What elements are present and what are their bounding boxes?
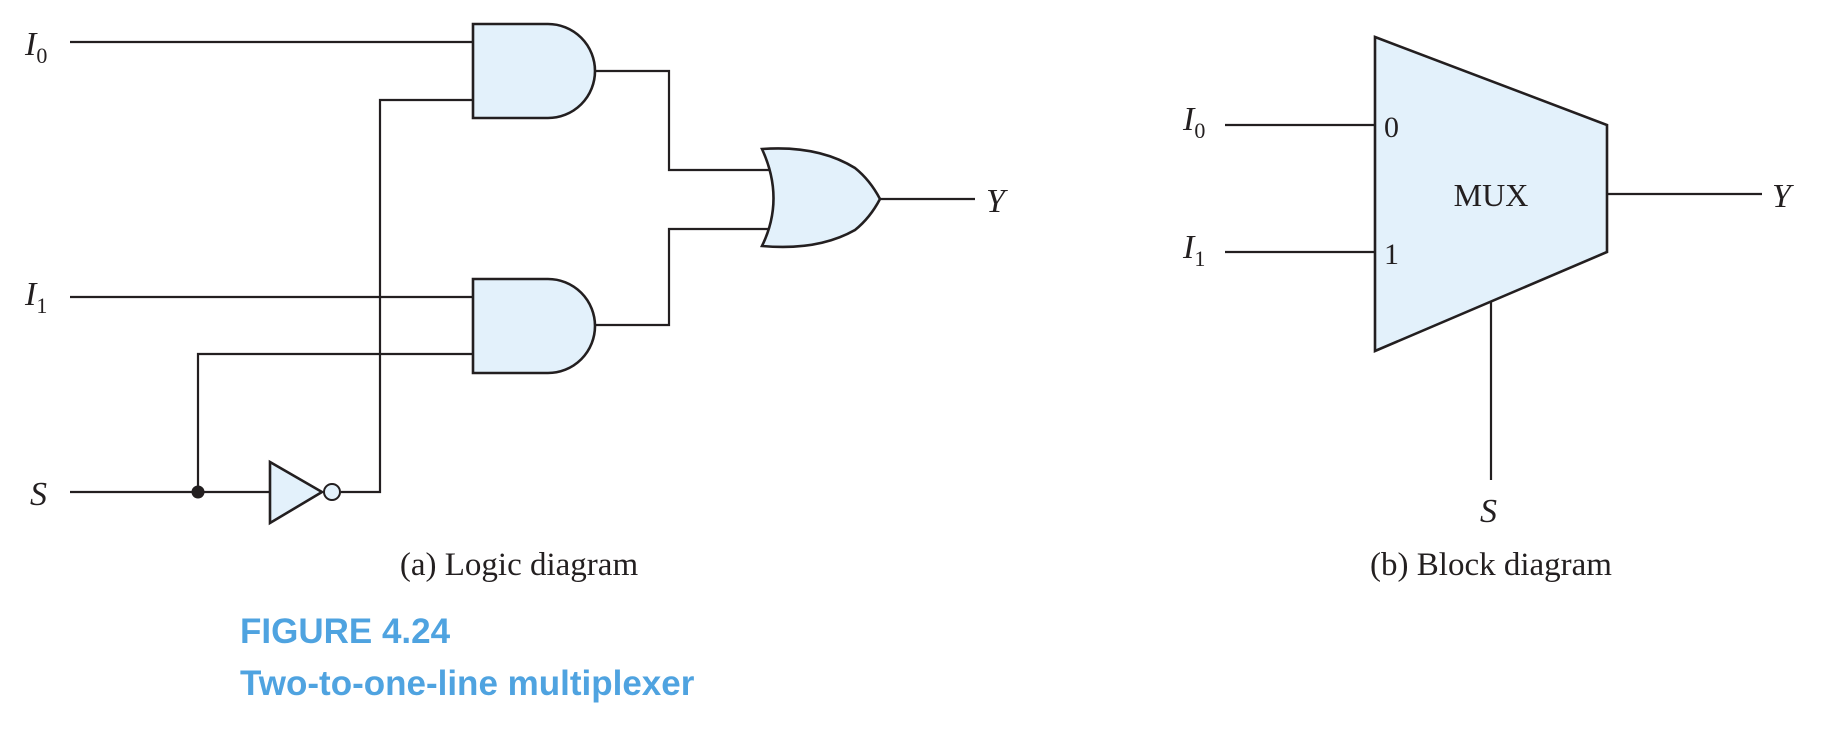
mux-pin-0: 0 [1384, 111, 1399, 144]
block-output-y-label: Y [1772, 178, 1794, 215]
junction-dot [191, 485, 205, 499]
block-select-s-label: S [1480, 493, 1497, 530]
block-diagram-caption: (b) Block diagram [1370, 547, 1612, 583]
figure-number: FIGURE 4.24 [240, 612, 451, 651]
wire-and1-to-or [592, 227, 770, 327]
and-gate-bottom [471, 277, 597, 375]
not-gate [268, 459, 325, 526]
not-gate-bubble [323, 483, 341, 501]
logic-diagram-caption: (a) Logic diagram [400, 547, 639, 583]
block-diagram: I0 I1 0 1 MUX Y S (b) Block diagram [1182, 35, 1794, 583]
logic-diagram: I0 I1 S Y (a) Logic diagram [24, 22, 1008, 583]
wire-and0-to-or [592, 69, 770, 172]
logic-output-y-label: Y [986, 183, 1008, 220]
mux-block [1373, 35, 1609, 353]
mux-pin-1: 1 [1384, 238, 1399, 271]
logic-input-i0-label: I0 [24, 26, 47, 68]
figure-title: Two-to-one-line multiplexer [240, 664, 695, 703]
or-gate [760, 147, 882, 249]
logic-input-s-label: S [30, 476, 47, 513]
block-input-i1-label: I1 [1182, 229, 1205, 271]
wire-s-to-and1 [196, 352, 473, 492]
mux-label: MUX [1454, 177, 1529, 213]
wire-not-s-to-and0 [341, 98, 473, 494]
block-input-i0-label: I0 [1182, 101, 1205, 143]
and-gate-top [471, 22, 597, 120]
logic-input-i1-label: I1 [24, 276, 47, 318]
